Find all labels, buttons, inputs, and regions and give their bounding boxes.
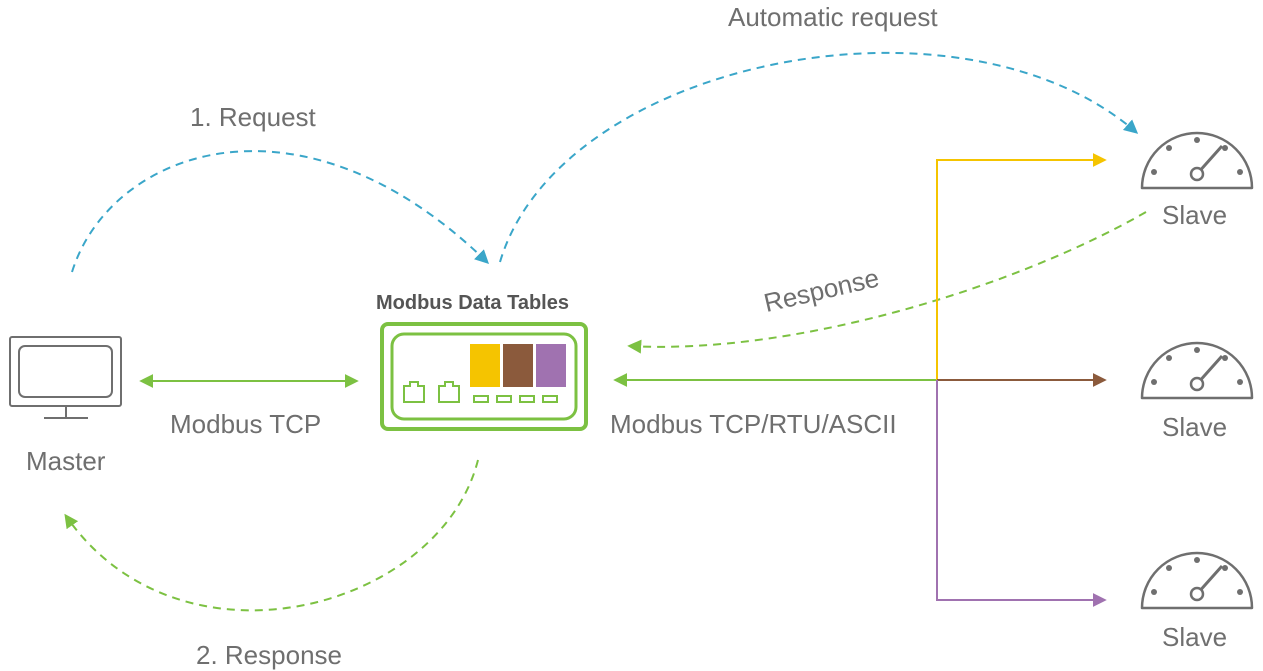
modbus-tcp-label: Modbus TCP [170,409,322,439]
register-block-purple [536,344,566,387]
register-block-brown [503,344,533,387]
monitor-icon [9,336,122,419]
bus-line-slave-1 [936,153,1107,380]
bus-line-slave-3 [936,380,1107,607]
gauge-icon [1140,131,1254,190]
gateway-device-icon [380,322,588,431]
slave-label: Slave [1162,412,1228,442]
slave-response-arrow [627,211,1147,354]
data-tables-title: Modbus Data Tables [376,292,569,314]
status-leds-icon [473,395,558,403]
register-block-yellow [470,344,500,387]
master-response-arrow [64,459,479,612]
request-label: 1. Request [190,102,316,132]
automatic-request-label: Automatic request [728,2,938,32]
master-response-label: 2. Response [196,640,342,670]
request-arrow [71,150,490,273]
automatic-request-arrow [499,51,1139,263]
slave-label: Slave [1162,200,1228,230]
slave-label: Slave [1162,622,1228,652]
ethernet-ports-icon [403,381,460,403]
gauge-icon [1140,551,1254,610]
gauge-icon [1140,341,1254,400]
modbus-serial-label: Modbus TCP/RTU/ASCII [610,409,897,439]
master-label: Master [26,446,106,476]
